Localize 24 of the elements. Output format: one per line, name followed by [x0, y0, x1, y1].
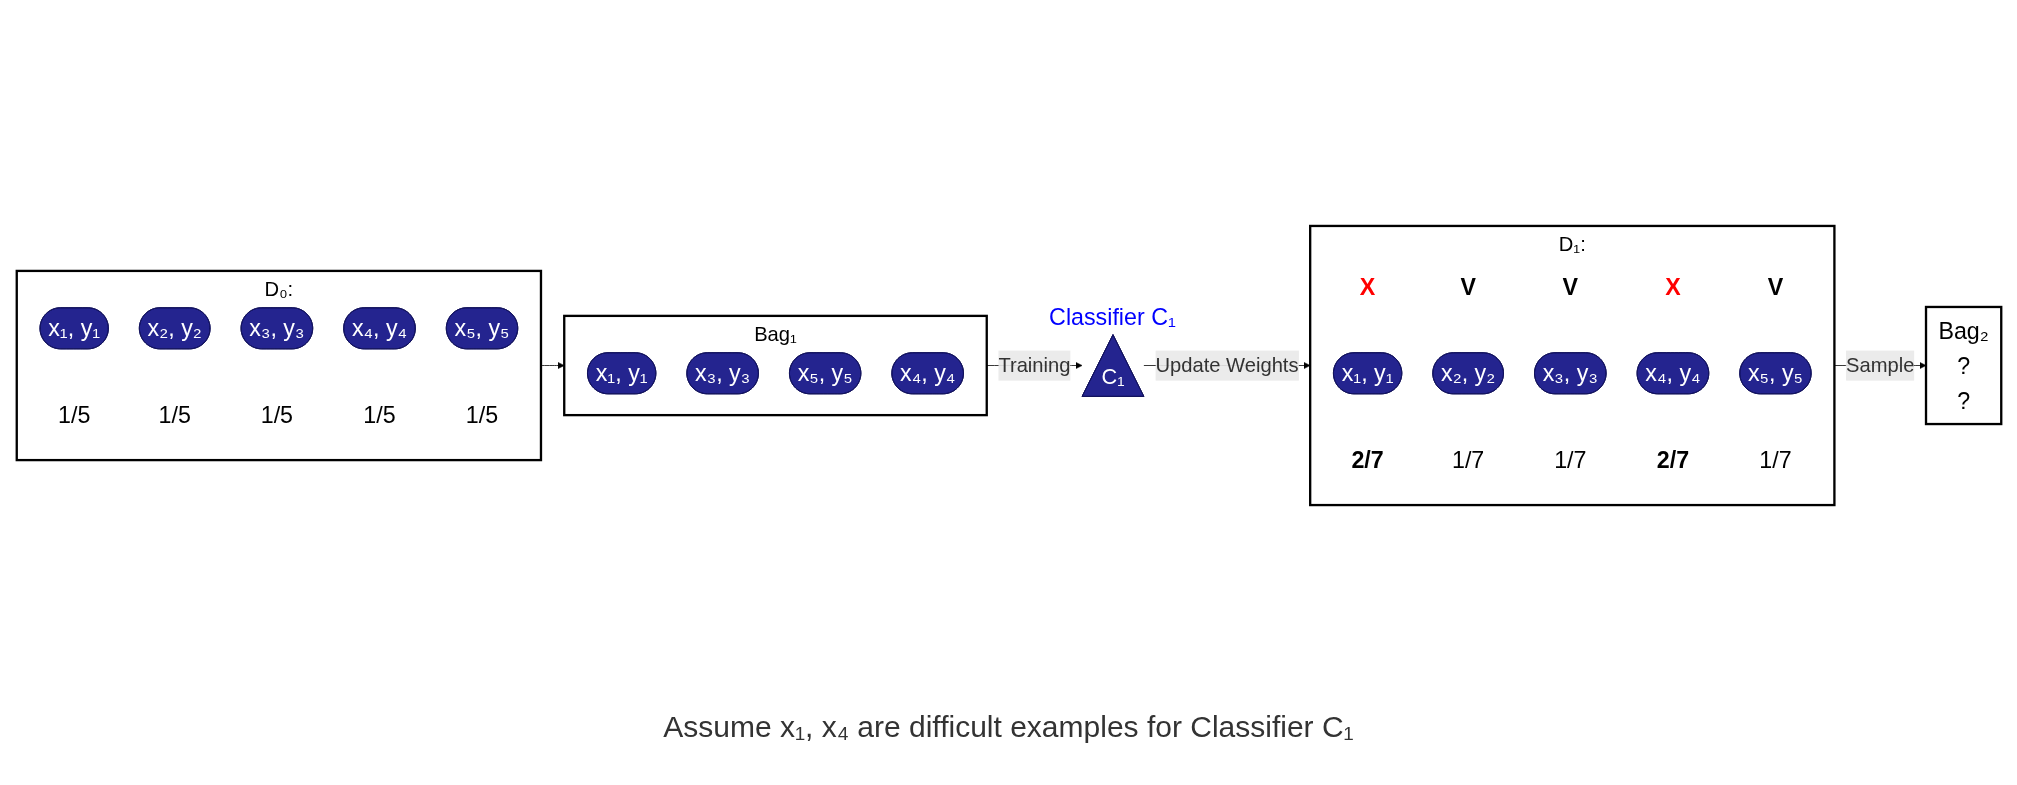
node-label: X	[1664, 273, 1681, 300]
node-label: 1/7	[1553, 447, 1586, 473]
node-label: X	[1359, 273, 1375, 300]
node-label: 1/5	[465, 402, 498, 428]
node-label: 2/7	[1350, 447, 1384, 473]
node-label: V	[1767, 273, 1783, 300]
node-label: 1/5	[57, 402, 90, 428]
edge-label: Sample	[1845, 353, 1914, 377]
cluster	[15, 269, 542, 462]
classifier-label: Classifier C₁	[1049, 303, 1176, 331]
node-label: 1/5	[158, 402, 191, 428]
note-text: Assume x₁, x₄ are difficult examples for Classifier C₁	[663, 710, 1354, 744]
node-label: V	[1562, 273, 1578, 300]
node-label: 2/7	[1656, 447, 1689, 473]
node-label: 1/5	[260, 402, 293, 428]
node-box	[1924, 305, 2002, 426]
node-label: 1/7	[1451, 447, 1484, 473]
edge-label: Training	[997, 353, 1070, 377]
node-label: V	[1459, 273, 1476, 300]
cluster	[1308, 224, 1836, 507]
cluster	[562, 314, 988, 417]
node-label: 1/5	[362, 402, 396, 428]
edge-label: Update Weights	[1154, 353, 1299, 377]
node-label: 1/7	[1758, 447, 1792, 473]
